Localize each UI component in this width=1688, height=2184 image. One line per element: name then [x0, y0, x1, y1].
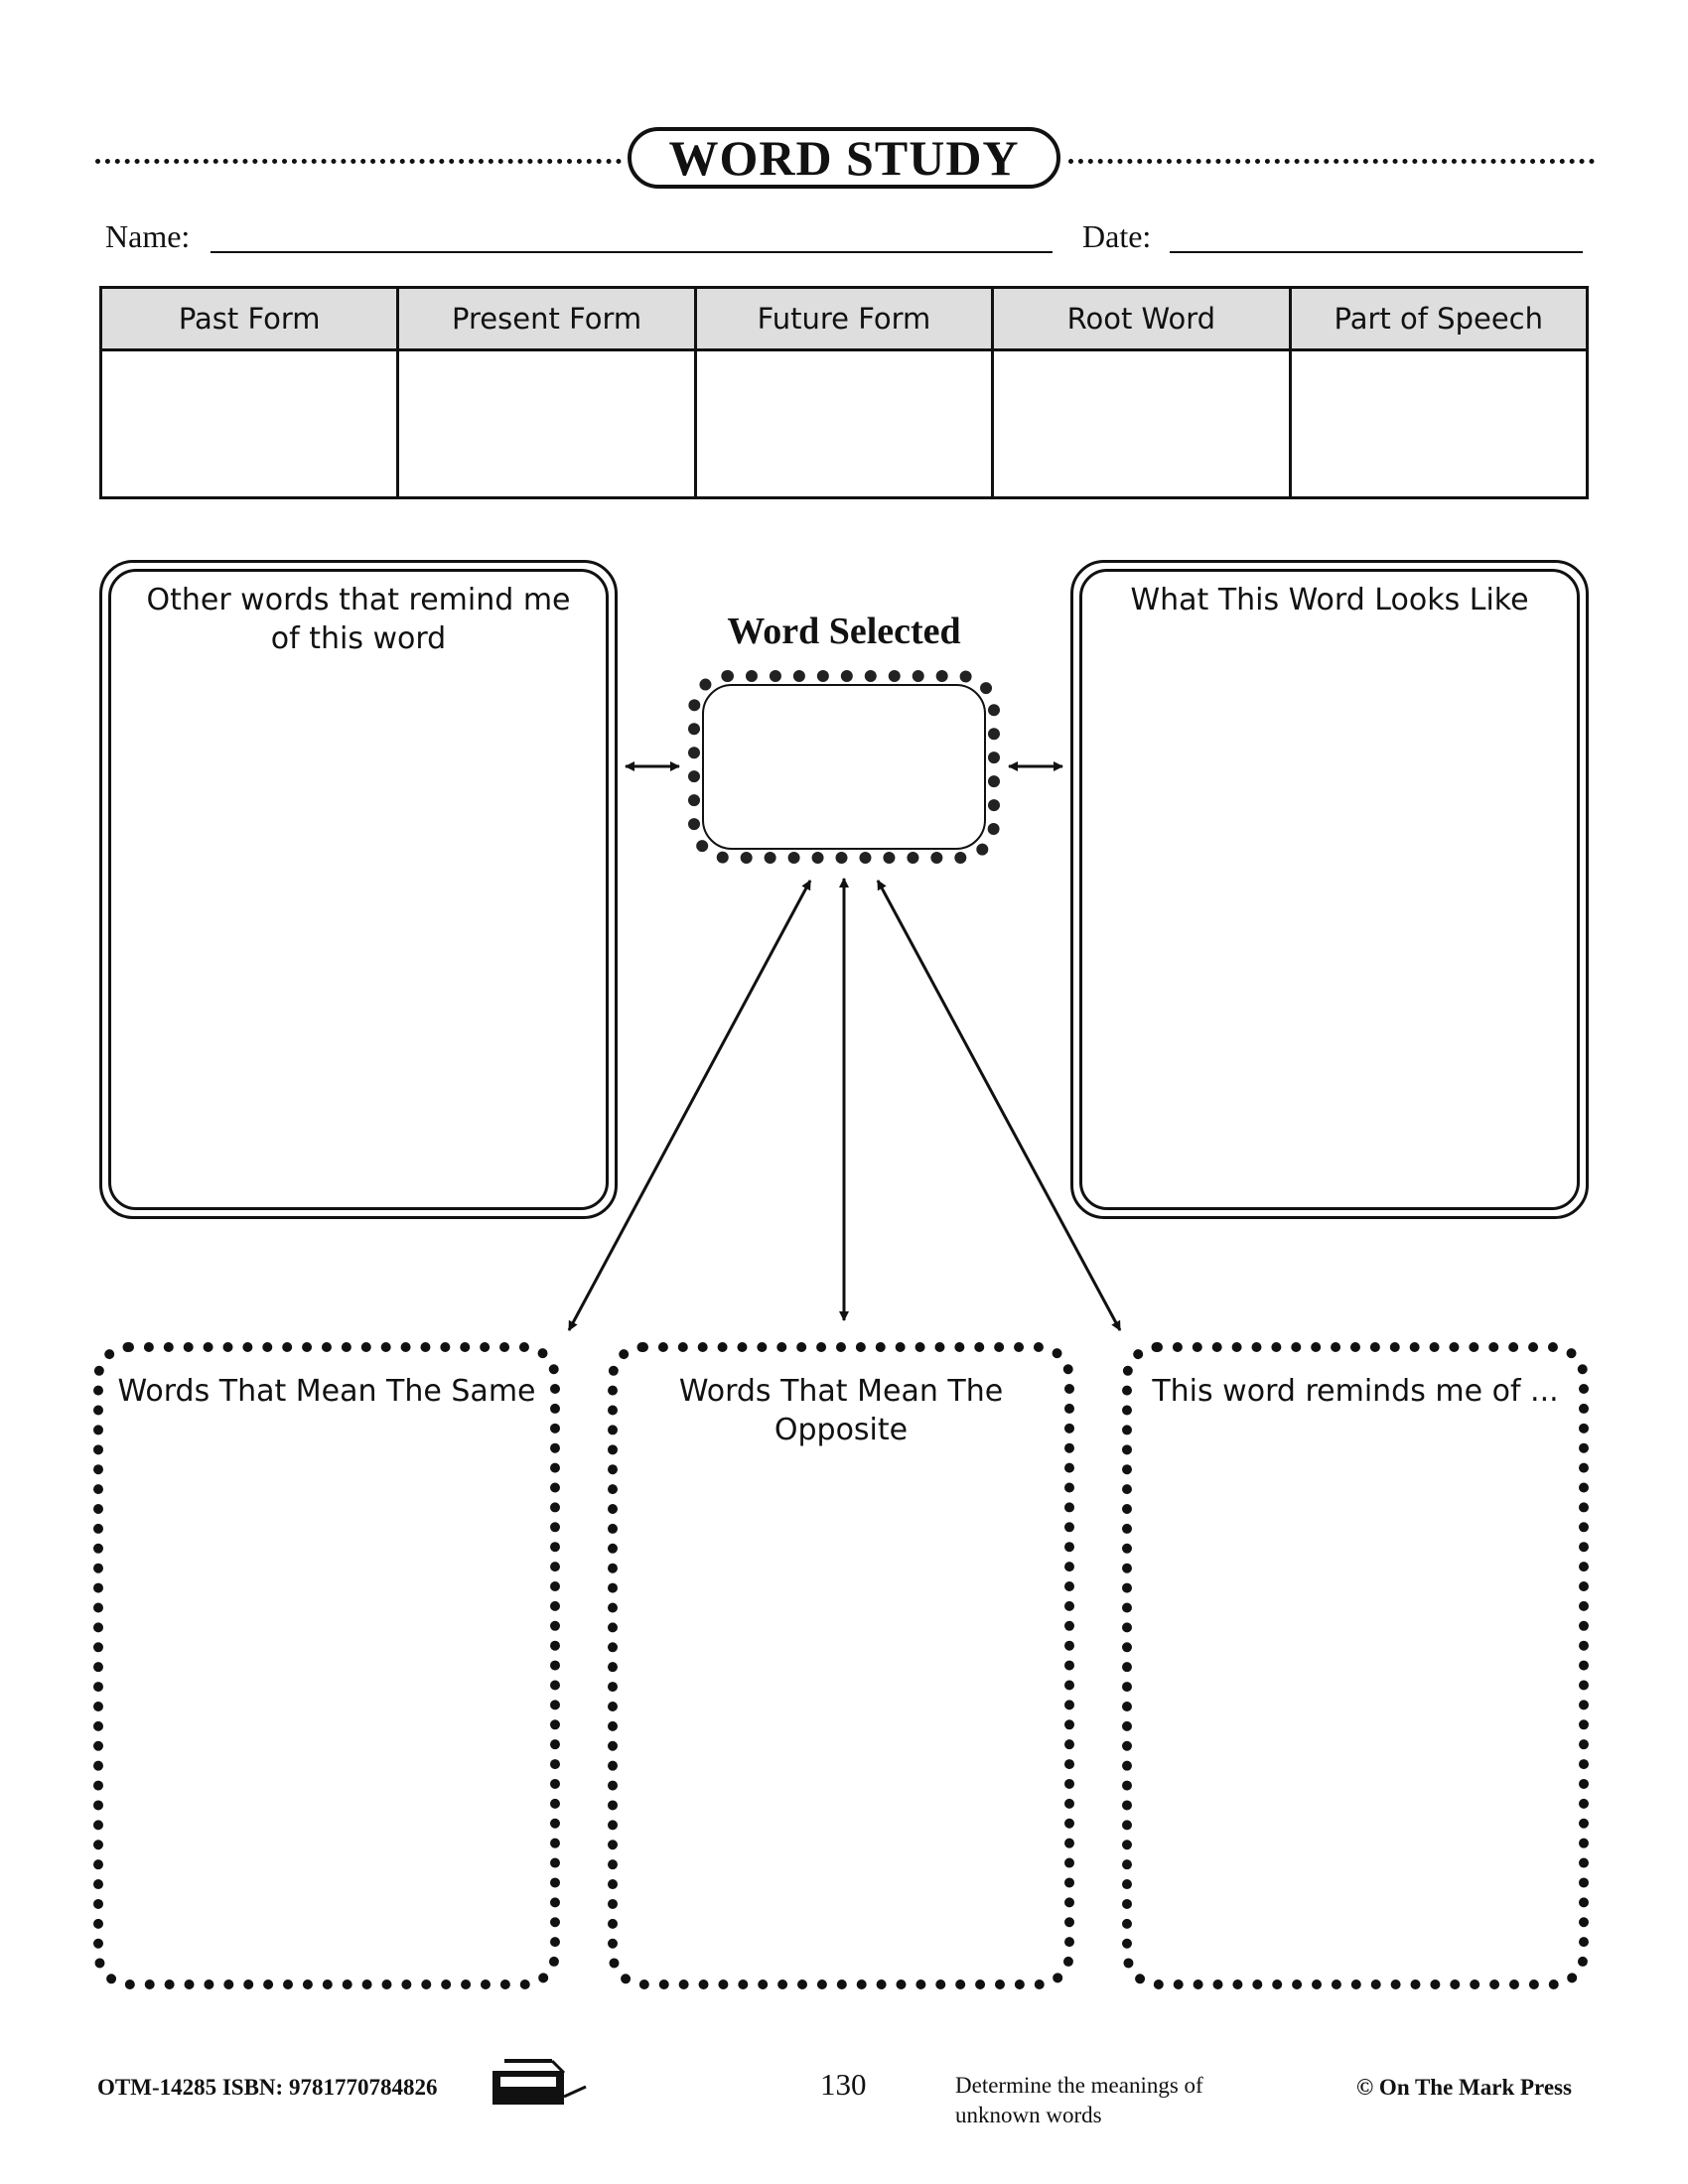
- table-row: [98, 348, 1590, 499]
- header-dotted-rule-left: [95, 159, 622, 164]
- header-root-word: Root Word: [991, 286, 1292, 351]
- same-meaning-box[interactable]: Words That Mean The Same: [93, 1342, 560, 1989]
- header-past-form: Past Form: [98, 286, 400, 351]
- past-form-cell[interactable]: [98, 348, 400, 499]
- reminds-me-box[interactable]: This word reminds me of ...: [1122, 1342, 1589, 1989]
- name-field[interactable]: [211, 251, 1053, 253]
- root-word-cell[interactable]: [991, 348, 1292, 499]
- word-selected-box[interactable]: [688, 670, 1000, 864]
- date-label: Date:: [1082, 218, 1152, 254]
- footer-isbn: OTM-14285 ISBN: 9781770784826: [97, 2075, 438, 2100]
- part-of-speech-cell[interactable]: [1288, 348, 1590, 499]
- present-form-cell[interactable]: [396, 348, 697, 499]
- opposite-meaning-label: Words That Mean The Opposite: [678, 1374, 1004, 1447]
- opposite-meaning-box[interactable]: Words That Mean The Opposite: [608, 1342, 1074, 1989]
- same-meaning-label: Words That Mean The Same: [117, 1374, 536, 1409]
- footer-standard-note: Determine the meanings of unknown words: [955, 2073, 1203, 2127]
- reminds-arrow: [876, 880, 1122, 1331]
- page-number: 130: [820, 2067, 867, 2102]
- table-header-row: Past Form Present Form Future Form Root …: [98, 286, 1590, 351]
- same-arrow: [567, 880, 812, 1331]
- header-part-of-speech: Part of Speech: [1288, 286, 1590, 351]
- looks-like-label: What This Word Looks Like: [1130, 583, 1529, 617]
- word-selected-label: Word Selected: [727, 611, 961, 652]
- word-forms-table: Past Form Present Form Future Form Root …: [98, 286, 1590, 499]
- header-future-form: Future Form: [693, 286, 995, 351]
- future-form-cell[interactable]: [693, 348, 995, 499]
- worksheet-title-banner: WORD STUDY: [628, 127, 1060, 189]
- header-dotted-rule-right: [1068, 159, 1595, 164]
- reminds-me-label: This word reminds me of ...: [1152, 1374, 1559, 1409]
- date-field[interactable]: [1170, 251, 1583, 253]
- copier-icon: [492, 2059, 587, 2105]
- header-present-form: Present Form: [396, 286, 697, 351]
- other-words-label: Other words that remind me of this word: [146, 583, 571, 656]
- name-label: Name:: [105, 218, 191, 254]
- page-title: WORD STUDY: [668, 130, 1020, 186]
- footer-copyright: © On The Mark Press: [1356, 2075, 1572, 2100]
